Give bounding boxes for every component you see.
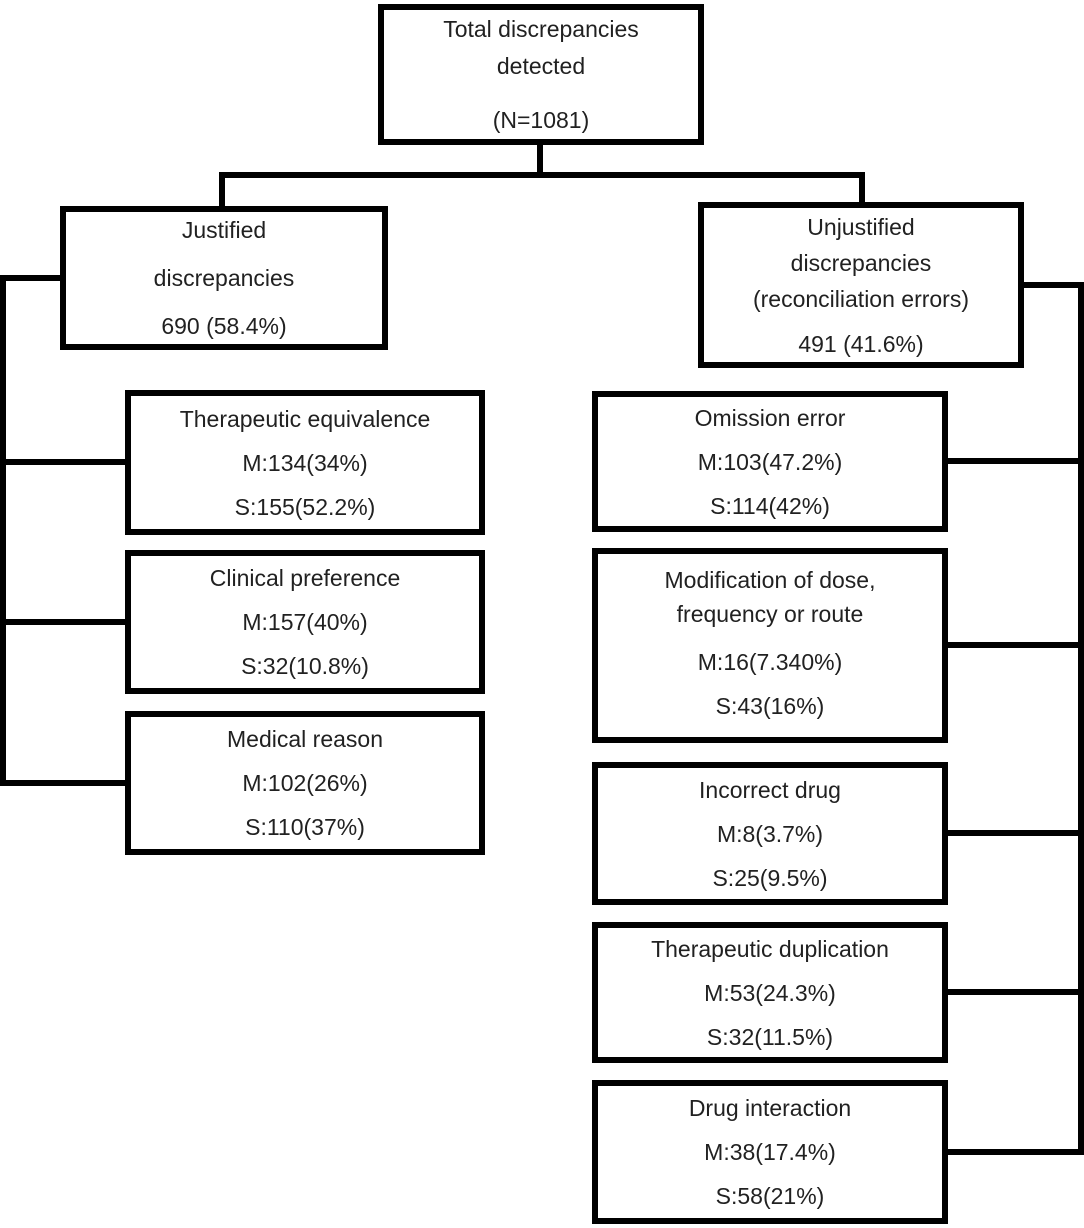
node-modification-dose-title-line-2: frequency or route xyxy=(676,601,864,627)
node-total-discrepancies: Total discrepancies detected (N=1081) xyxy=(378,4,704,145)
node-unjustified-title-line-2: discrepancies xyxy=(790,249,932,276)
node-unjustified-title-line-3: (reconciliation errors) xyxy=(752,285,969,312)
connector-stub-therapeutic-duplication xyxy=(946,989,1084,995)
node-drug-interaction-s-value: S:58(21%) xyxy=(715,1183,825,1209)
node-drug-interaction-m-value: M:38(17.4%) xyxy=(704,1139,836,1165)
node-therapeutic-duplication-s-value: S:32(11.5%) xyxy=(706,1023,834,1050)
node-total-value: (N=1081) xyxy=(492,106,590,133)
node-therapeutic-equivalence-m-value: M:134(34%) xyxy=(242,449,368,476)
node-unjustified-discrepancies: Unjustified discrepancies (reconciliatio… xyxy=(698,202,1024,368)
node-modification-dose-m-value: M:16(7.340%) xyxy=(697,649,843,675)
node-modification-dose: Modification of dose, frequency or route… xyxy=(592,548,948,743)
node-unjustified-title-line-1: Unjustified xyxy=(807,213,915,240)
connector-stub-incorrect-drug xyxy=(946,830,1084,836)
node-justified-title-line-1: Justified xyxy=(181,217,267,243)
node-omission-error-s-value: S:114(42%) xyxy=(710,492,830,519)
node-total-title-line-2: detected xyxy=(496,52,586,79)
node-omission-error: Omission error M:103(47.2%) S:114(42%) xyxy=(592,391,948,532)
connector-stub-modification-dose xyxy=(946,642,1084,648)
node-incorrect-drug-title: Incorrect drug xyxy=(699,776,841,803)
node-incorrect-drug: Incorrect drug M:8(3.7%) S:25(9.5%) xyxy=(592,762,948,905)
node-drug-interaction: Drug interaction M:38(17.4%) S:58(21%) xyxy=(592,1080,948,1224)
connector-stub-omission-error xyxy=(946,458,1084,464)
node-justified-title-line-2: discrepancies xyxy=(153,265,295,291)
connector-stub-drug-interaction xyxy=(946,1149,1084,1155)
node-medical-reason-title: Medical reason xyxy=(227,726,383,752)
node-therapeutic-equivalence: Therapeutic equivalence M:134(34%) S:155… xyxy=(125,390,485,535)
node-incorrect-drug-s-value: S:25(9.5%) xyxy=(712,864,828,891)
connector-top-bar xyxy=(219,172,865,178)
node-modification-dose-title-line-1: Modification of dose, xyxy=(664,567,876,593)
connector-stub-medical-reason xyxy=(0,780,129,786)
node-justified-discrepancies: Justified discrepancies 690 (58.4%) xyxy=(60,206,388,350)
node-omission-error-m-value: M:103(47.2%) xyxy=(697,448,843,475)
connector-top-stem xyxy=(537,143,543,178)
node-clinical-preference-title: Clinical preference xyxy=(209,565,401,591)
node-drug-interaction-title: Drug interaction xyxy=(688,1095,852,1121)
node-justified-value: 690 (58.4%) xyxy=(161,313,287,339)
connector-left-trunk xyxy=(0,275,6,786)
node-therapeutic-duplication: Therapeutic duplication M:53(24.3%) S:32… xyxy=(592,922,948,1063)
connector-stub-justified xyxy=(0,275,64,281)
connector-stub-therapeutic-equivalence xyxy=(0,459,129,465)
node-clinical-preference: Clinical preference M:157(40%) S:32(10.8… xyxy=(125,550,485,694)
node-therapeutic-equivalence-title: Therapeutic equivalence xyxy=(179,405,431,432)
node-medical-reason-m-value: M:102(26%) xyxy=(242,770,368,796)
node-therapeutic-equivalence-s-value: S:155(52.2%) xyxy=(234,493,376,520)
node-incorrect-drug-m-value: M:8(3.7%) xyxy=(716,820,824,847)
node-medical-reason-s-value: S:110(37%) xyxy=(245,814,365,840)
node-unjustified-value: 491 (41.6%) xyxy=(798,330,924,357)
node-clinical-preference-s-value: S:32(10.8%) xyxy=(241,653,369,679)
node-therapeutic-duplication-title: Therapeutic duplication xyxy=(651,935,889,962)
connector-stub-unjustified xyxy=(1022,282,1084,288)
connector-unjustified-drop xyxy=(859,172,865,208)
node-clinical-preference-m-value: M:157(40%) xyxy=(242,609,368,635)
connector-justified-drop xyxy=(219,172,225,212)
node-therapeutic-duplication-m-value: M:53(24.3%) xyxy=(704,979,836,1006)
node-medical-reason: Medical reason M:102(26%) S:110(37%) xyxy=(125,711,485,855)
node-omission-error-title: Omission error xyxy=(694,404,846,431)
connector-stub-clinical-preference xyxy=(0,619,129,625)
node-modification-dose-s-value: S:43(16%) xyxy=(715,693,825,719)
connector-right-trunk xyxy=(1078,282,1084,1155)
node-total-title-line-1: Total discrepancies xyxy=(443,15,639,42)
